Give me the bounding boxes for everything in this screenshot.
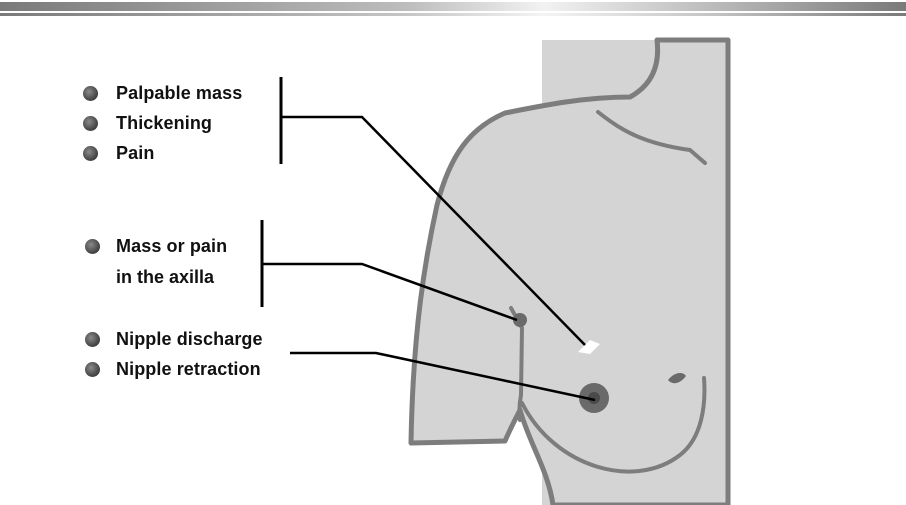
leader-mass <box>281 115 586 346</box>
item-label: Palpable mass <box>116 82 243 103</box>
nipple-center <box>588 392 600 404</box>
item-label: Nipple retraction <box>116 358 261 379</box>
right-nipple <box>668 372 686 384</box>
header-rule-thick <box>0 2 906 11</box>
bullet-icon <box>83 115 98 131</box>
bullet-icon <box>85 331 100 347</box>
bullet-icon <box>83 85 98 101</box>
item-label: Pain <box>116 142 155 163</box>
axilla-spot <box>513 313 527 327</box>
shoulder-line <box>596 110 707 165</box>
arm-line <box>509 306 525 422</box>
bullet-icon <box>85 238 100 254</box>
torso-shape <box>408 37 731 505</box>
bullet-icon <box>83 145 98 161</box>
list-item-nipple-retraction: Nipple retraction <box>85 357 261 381</box>
leader-axilla <box>262 262 518 322</box>
list-item-pain: Pain <box>83 141 154 165</box>
leader-nipple <box>290 351 596 402</box>
header-rule <box>0 0 906 20</box>
bullet-icon <box>85 361 100 377</box>
list-item-nipple-discharge: Nipple discharge <box>85 327 263 351</box>
mass-marker <box>578 340 600 354</box>
list-item-palpable-mass: Palpable mass <box>83 81 242 105</box>
item-label: Nipple discharge <box>116 328 263 349</box>
header-rule-thin <box>0 13 906 16</box>
item-label: Mass or pain <box>116 235 228 256</box>
breast-contour <box>520 376 707 474</box>
list-item-axilla: Mass or pain <box>85 234 227 258</box>
list-item-thickening: Thickening <box>83 111 212 135</box>
item-label: Thickening <box>116 112 213 133</box>
item-label-continuation: in the axilla <box>116 267 215 287</box>
